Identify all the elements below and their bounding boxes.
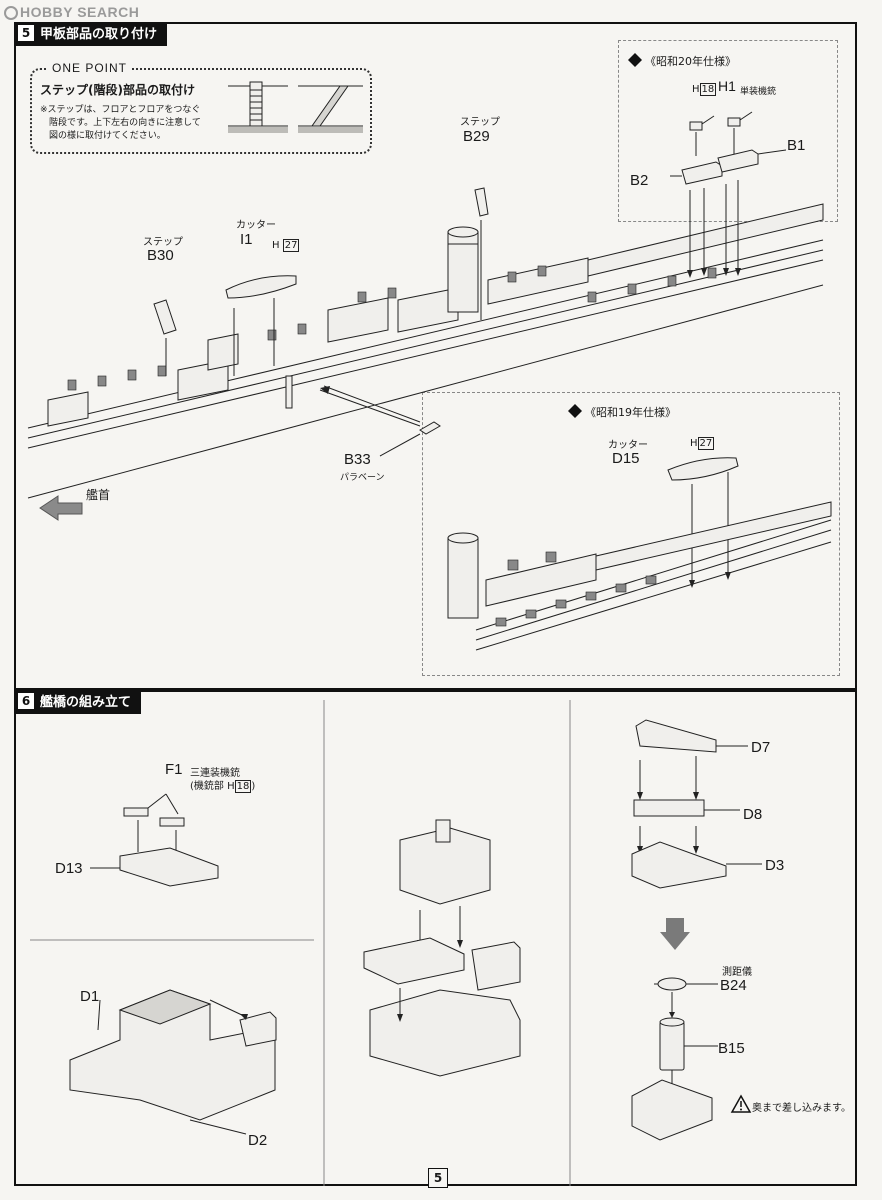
showa19-title: 《昭和19年仕様》	[585, 406, 676, 419]
page-number: 5	[428, 1168, 448, 1188]
cutter-label-i1: カッター	[236, 220, 276, 231]
part-label-d3: D3	[765, 857, 785, 874]
part-label-b1: B1	[787, 137, 806, 154]
section-6-number: 6	[18, 693, 34, 709]
section-5-header: 5 甲板部品の取り付け	[14, 24, 168, 46]
showa19-variant-box	[422, 392, 840, 676]
part-label-d8: D8	[743, 806, 763, 823]
watermark: HOBBY SEARCH	[4, 4, 139, 20]
showa20-gun-detail	[670, 111, 787, 278]
step-ladder-illustration	[228, 81, 363, 133]
paravane-label: パラベーン	[340, 473, 385, 483]
hobby-search-logo-icon	[4, 6, 18, 20]
one-point-note-1: ※ステップは、フロアとフロアをつなぐ	[40, 105, 201, 115]
down-arrow-icon	[660, 918, 690, 950]
part-label-h1: H1	[718, 78, 736, 94]
part-label-d1: D1	[80, 988, 100, 1005]
showa19-ship-illustration	[447, 457, 832, 651]
caution-note: 奥まで差し込みます。	[752, 1103, 851, 1114]
showa20-title: 《昭和20年仕様》	[645, 55, 736, 68]
f1-note: 三連装機銃	[190, 768, 240, 779]
part-label-d2: D2	[248, 1132, 268, 1149]
one-point-note-3: 図の様に取付けてください。	[49, 131, 166, 141]
bow-label: 艦首	[86, 488, 111, 502]
d7-d8-d3-assembly-illustration	[631, 719, 762, 889]
showa19-variant-icon	[568, 404, 582, 418]
showa20-variant-box	[618, 40, 838, 222]
part-label-i1: I1	[240, 231, 253, 248]
step-label-b30: ステップ	[143, 237, 183, 248]
part-label-b24: B24	[720, 977, 747, 994]
rangefinder-label: 測距儀	[722, 967, 752, 978]
part-label-f1: F1	[165, 761, 183, 778]
bow-direction-arrow-icon	[39, 495, 83, 521]
one-point-title: ONE POINT	[48, 61, 132, 75]
one-point-note-2: 階段です。上下左右の向きに注意して	[49, 118, 201, 128]
section-6-title: 艦橋の組み立て	[40, 695, 132, 710]
step-label-b29: ステップ	[460, 117, 500, 128]
part-label-d13: D13	[55, 860, 83, 877]
part-label-d15: D15	[612, 450, 640, 467]
cutter-label-d15: カッター	[608, 440, 648, 451]
section-5-title: 甲板部品の取り付け	[40, 27, 158, 42]
section-6-header: 6 艦橋の組み立て	[14, 692, 142, 714]
part-label-h27-top: H 27	[272, 239, 300, 252]
section-6-dividers	[30, 700, 571, 1186]
part-label-b33: B33	[344, 451, 371, 468]
h1-note: 単装機銃	[740, 87, 777, 97]
showa20-variant-icon	[628, 53, 642, 67]
bridge-middle-assembly-illustration	[363, 819, 521, 1077]
part-label-b30: B30	[147, 247, 174, 264]
section-5-frame	[14, 22, 857, 690]
section-5-number: 5	[18, 25, 34, 41]
part-label-d7: D7	[751, 739, 771, 756]
part-label-b15: B15	[718, 1040, 745, 1057]
part-label-b29: B29	[463, 128, 490, 145]
d1-d2-assembly-illustration	[69, 989, 277, 1135]
part-label-b2: B2	[630, 172, 649, 189]
d13-assembly-illustration	[90, 793, 219, 887]
ship-deck-illustration	[27, 187, 824, 499]
caution-icon	[730, 1094, 752, 1113]
one-point-box	[30, 68, 372, 154]
b24-b15-assembly-illustration	[631, 977, 718, 1141]
one-point-heading: ステップ(階段)部品の取付け	[40, 83, 195, 97]
